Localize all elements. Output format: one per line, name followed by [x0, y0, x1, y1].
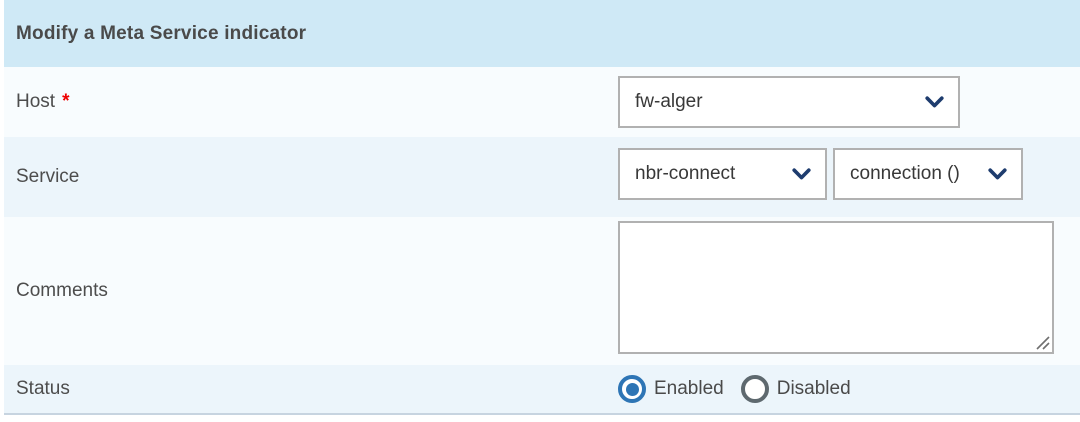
host-select[interactable]: fw-alger: [618, 76, 960, 128]
required-asterisk: *: [62, 91, 70, 112]
radio-enabled-label: Enabled: [654, 378, 724, 399]
metric-select[interactable]: connection (): [833, 148, 1023, 200]
radio-disabled-label: Disabled: [776, 378, 851, 399]
host-select-value: fw-alger: [635, 91, 703, 112]
status-radio-enabled[interactable]: Enabled: [618, 375, 724, 403]
host-label: Host: [16, 91, 56, 112]
chevron-down-icon: [925, 95, 944, 107]
service-label: Service: [16, 166, 80, 187]
service-row: Service nbr-connect connection (): [4, 137, 1080, 217]
host-label-cell: Host *: [16, 67, 69, 137]
service-select-value: nbr-connect: [635, 163, 736, 184]
comments-label-cell: Comments: [16, 217, 108, 365]
comments-label: Comments: [16, 280, 108, 301]
radio-disabled-icon[interactable]: [740, 375, 769, 403]
service-label-cell: Service: [16, 137, 79, 217]
metric-select-value: connection (): [850, 163, 960, 184]
status-row: Status Enabled Disabled: [4, 365, 1080, 413]
status-radio-disabled[interactable]: Disabled: [740, 375, 851, 403]
radio-enabled-icon[interactable]: [618, 375, 646, 403]
chevron-down-icon: [988, 167, 1007, 179]
comments-row: Comments: [4, 217, 1080, 365]
host-row: Host * fw-alger: [4, 67, 1080, 137]
meta-service-indicator-form: Modify a Meta Service indicator Host * f…: [4, 0, 1080, 415]
status-label: Status: [16, 378, 70, 399]
comments-textarea[interactable]: [618, 221, 1054, 354]
form-title: Modify a Meta Service indicator: [16, 22, 307, 44]
status-label-cell: Status: [16, 365, 70, 413]
form-header: Modify a Meta Service indicator: [4, 0, 1080, 67]
service-select[interactable]: nbr-connect: [618, 148, 827, 200]
chevron-down-icon: [792, 167, 811, 179]
